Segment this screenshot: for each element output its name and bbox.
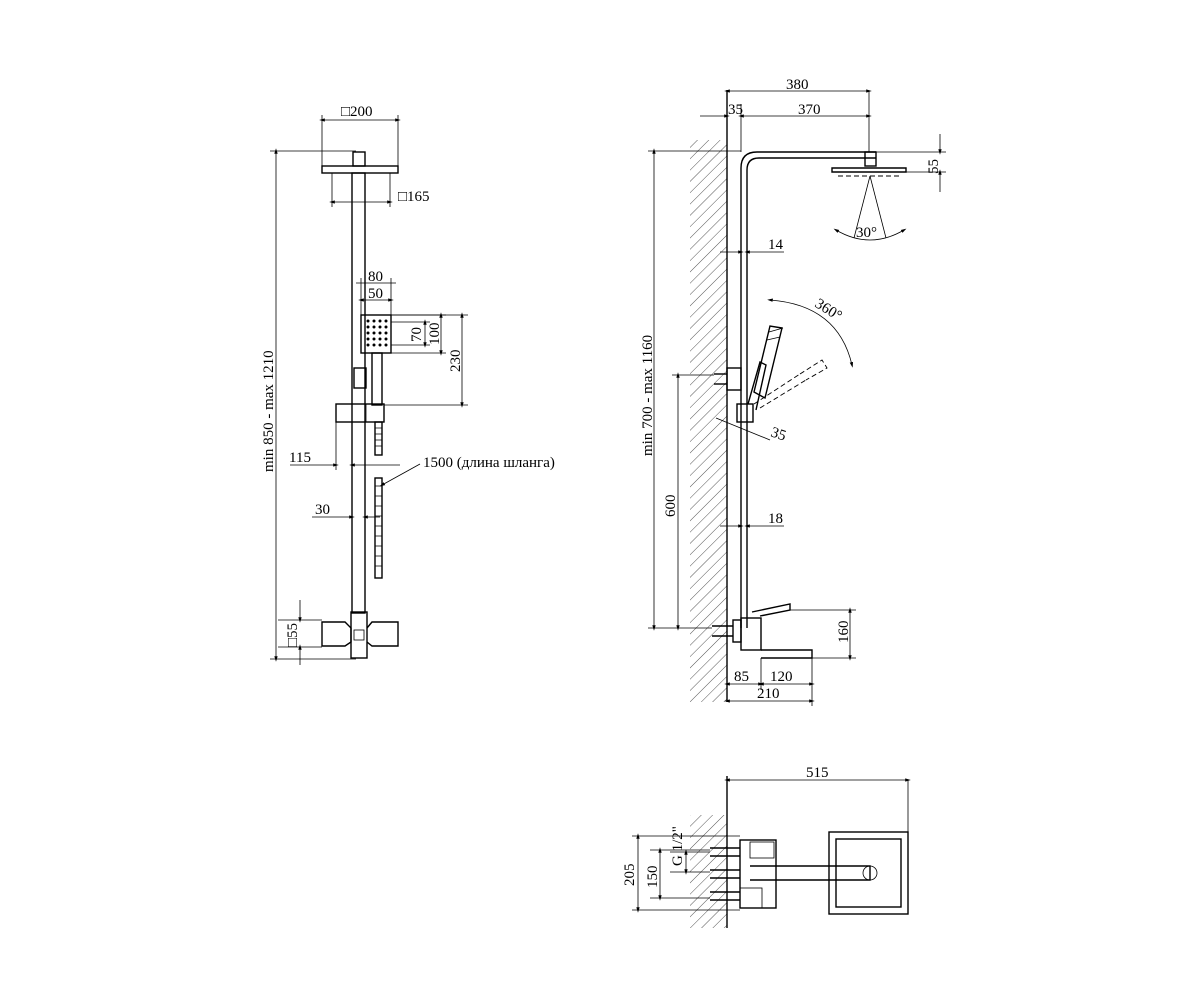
side-hand-shower: [753, 325, 783, 400]
shower-rail: [351, 172, 366, 614]
pipe-wall-bracket: [726, 367, 742, 391]
slider-clamp: [353, 367, 367, 389]
dim-handshower-height: 100: [427, 323, 443, 346]
dim-inlet-spacing: 150: [645, 866, 661, 889]
side-holder: [736, 403, 754, 423]
dim-outer-spacing: 205: [622, 864, 638, 887]
hose-length-label: 1500 (длина шланга): [423, 455, 555, 471]
top-head-outer: [828, 831, 909, 915]
dim-connection-height: 600: [663, 495, 679, 518]
dim-holder-height: 230: [448, 350, 464, 373]
dim-spout-total: 210: [757, 686, 780, 702]
dim-handshower-face: 70: [409, 327, 425, 342]
dim-total-height: min 850 - max 1210: [261, 350, 277, 472]
dim-arm-total: 380: [786, 77, 809, 93]
mixer-body: [350, 611, 368, 659]
side-spout: [761, 649, 813, 659]
shower-head: [321, 165, 399, 174]
dim-handshower-width: 80: [368, 269, 383, 285]
side-view: 30° 360° 35 380 35 370 55 14: [640, 77, 946, 706]
side-mixer: [740, 617, 762, 651]
dim-spout-length: 120: [770, 669, 793, 685]
dim-height-range: min 700 - max 1160: [640, 335, 656, 456]
dim-spray-angle: 30°: [856, 225, 877, 241]
top-view: 515 G 1/2" 150 205: [622, 765, 911, 928]
dim-mixer-height: 160: [836, 621, 852, 644]
dim-holder-offset: 115: [289, 450, 311, 466]
dim-handshower-inner: 50: [368, 286, 383, 302]
side-head-connector: [864, 151, 877, 167]
hand-shower-handle: [371, 352, 383, 406]
top-mixer: [739, 839, 777, 909]
dim-holder-dia: 35: [769, 425, 788, 445]
dim-pipe-dia: 14: [768, 237, 784, 253]
dim-wall-gap: 35: [728, 102, 743, 118]
dim-lower-pipe-dia: 18: [768, 511, 783, 527]
top-head-inner: [835, 838, 902, 908]
dim-arm-length: 370: [798, 102, 821, 118]
top-wall-hatch: [690, 815, 727, 928]
front-view: □200 □165 80 50 70 100 230 115 1500 (дли…: [261, 104, 555, 665]
wall-hatch: [690, 140, 727, 702]
head-connector: [352, 151, 366, 167]
hose-lower: [374, 477, 383, 579]
dim-head-inner: □165: [398, 189, 430, 205]
holder-bar: [335, 403, 385, 423]
dim-inlet-thread: G 1/2": [670, 826, 686, 866]
dim-head-drop: 55: [926, 159, 942, 174]
hand-shower-nozzles: [366, 319, 388, 347]
dim-spout-base: 85: [734, 669, 749, 685]
dim-rail-offset: 30: [315, 502, 330, 518]
dim-head-size: □200: [341, 104, 373, 120]
dim-depth: 515: [806, 765, 829, 781]
dim-valve-size: □55: [285, 623, 301, 647]
shower-pipe: [740, 151, 876, 628]
dim-rotation: 360°: [812, 296, 845, 325]
hose-top: [374, 421, 383, 456]
